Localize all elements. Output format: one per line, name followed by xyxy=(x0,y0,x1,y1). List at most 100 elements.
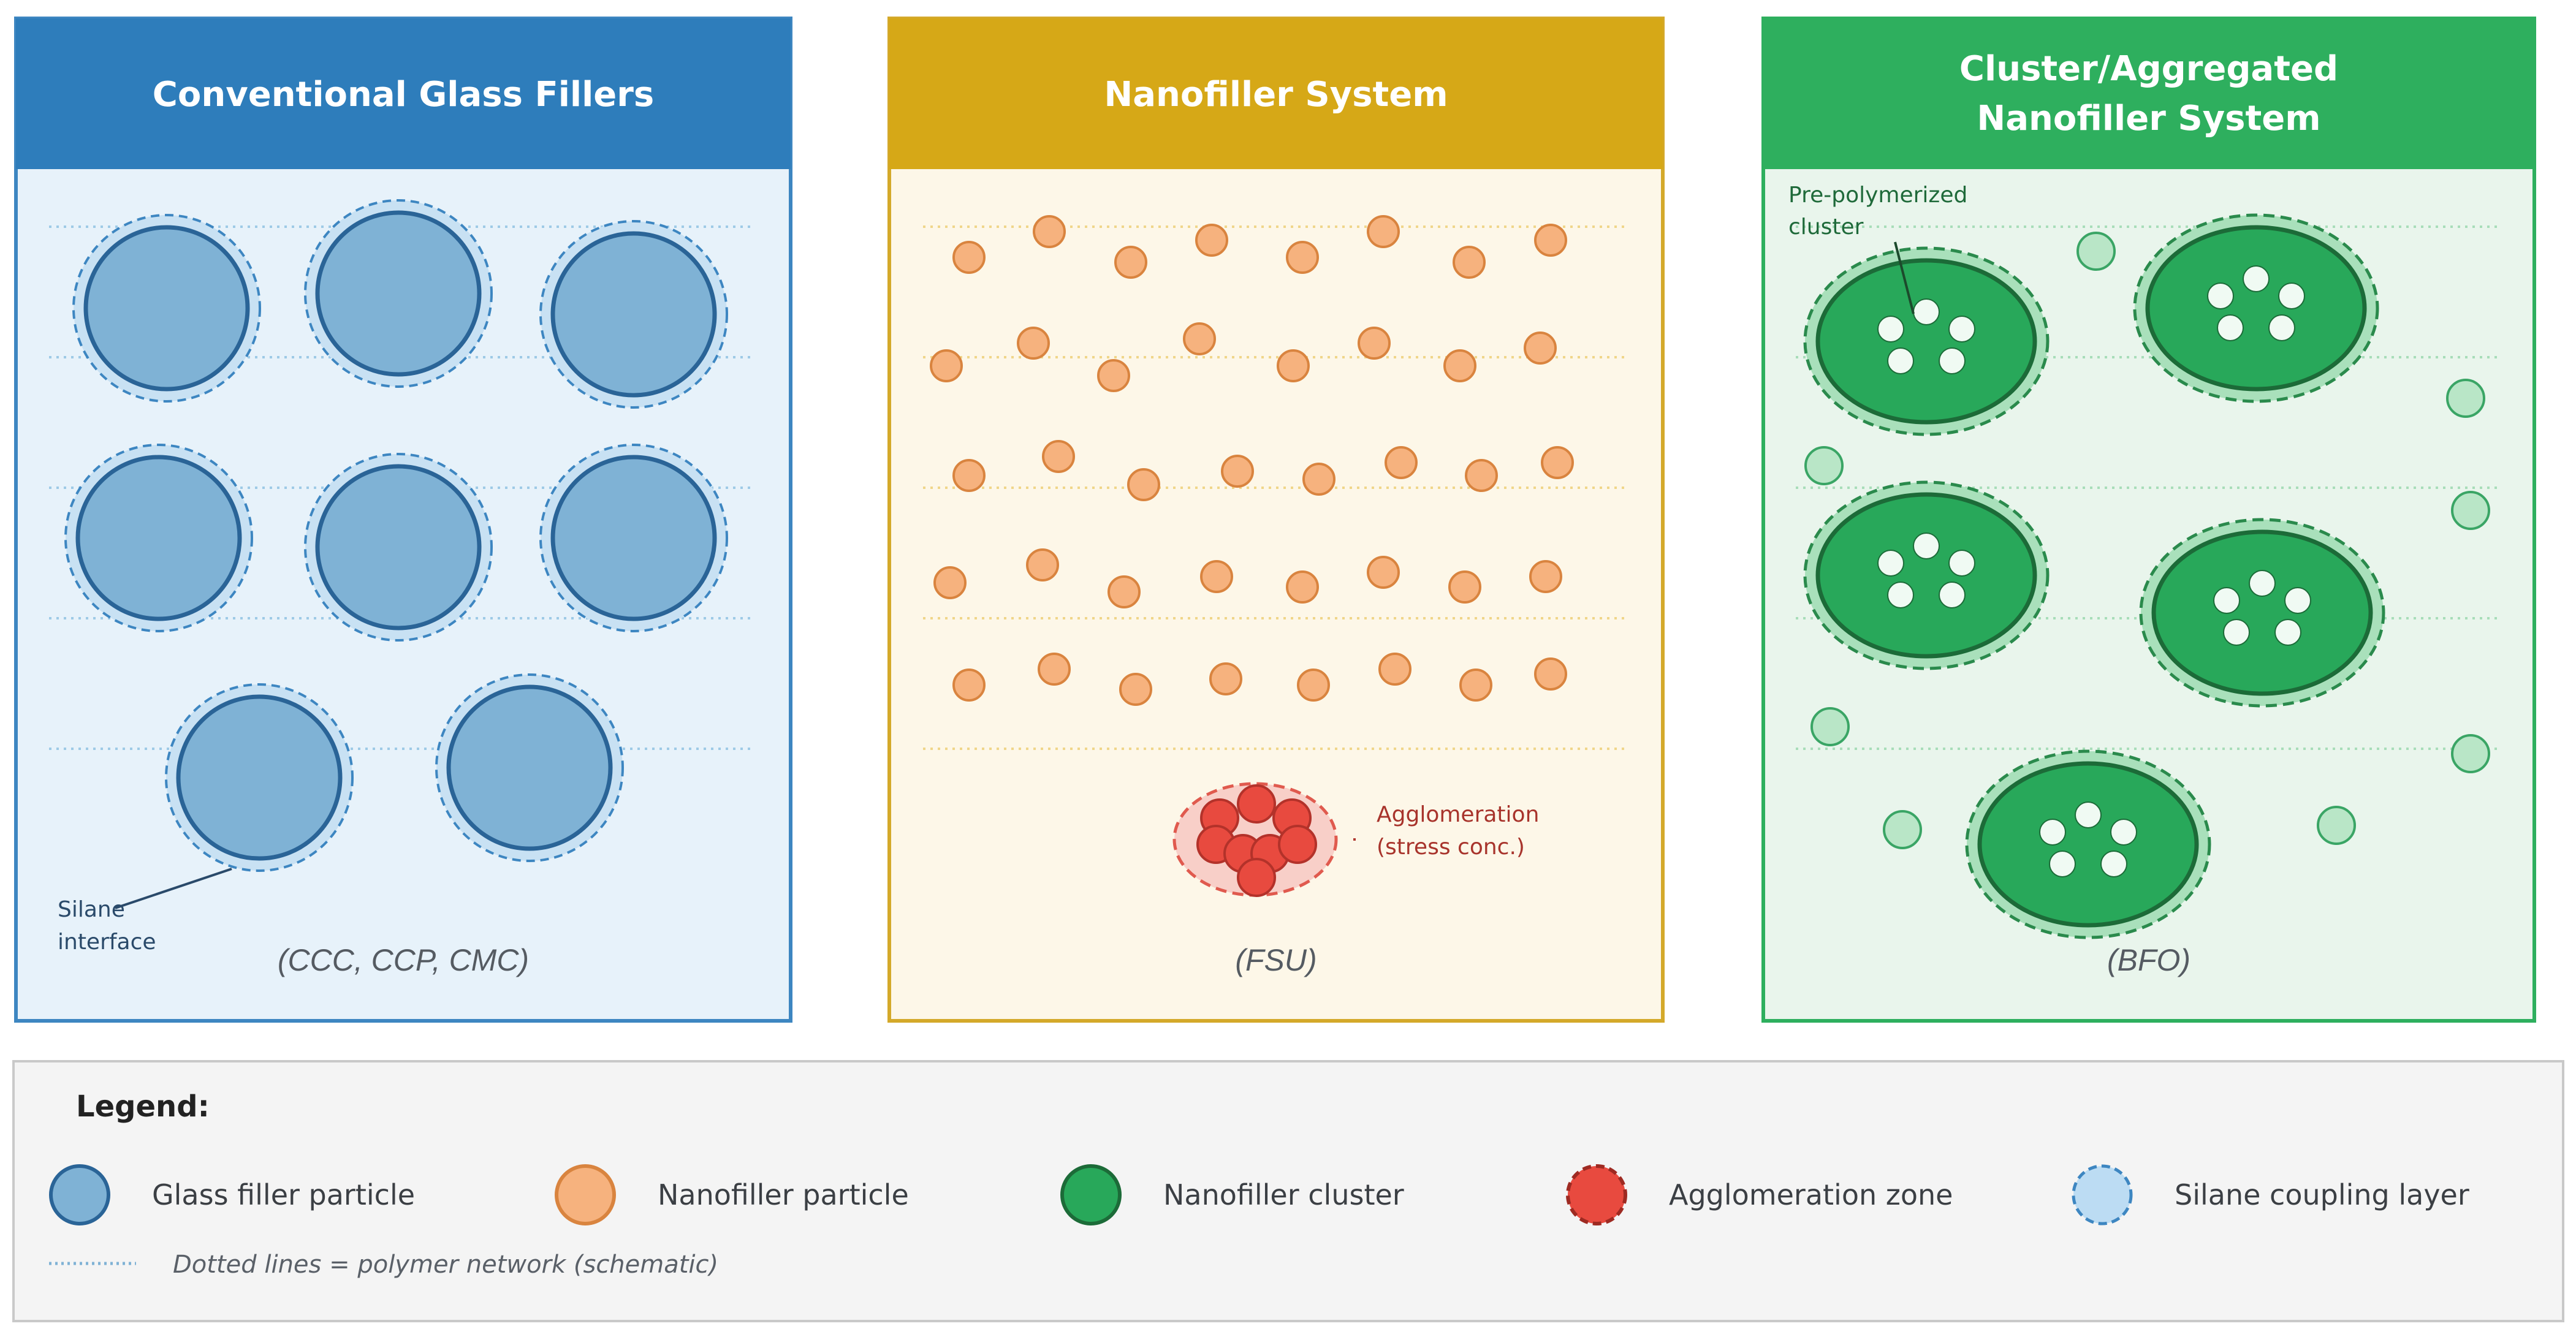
silane-interface-label: Silane interface xyxy=(58,897,156,955)
nanofiller-particle xyxy=(1097,359,1130,392)
nanofiller-particle xyxy=(1534,224,1567,257)
nanofiller-particle xyxy=(1108,575,1141,608)
panel-code: (FSU) xyxy=(1235,943,1316,977)
nanofiller-clusters xyxy=(1803,213,2385,939)
nanofiller-particle xyxy=(1114,246,1147,279)
free-nanoparticles xyxy=(1804,232,2490,849)
nanofiller-particle xyxy=(952,241,986,274)
nanofiller-particles xyxy=(930,215,1574,706)
glass-filler-particle xyxy=(550,231,717,398)
cluster-pore xyxy=(1913,298,1940,325)
agglomerated-particle xyxy=(1237,784,1276,824)
free-nanoparticle xyxy=(1804,446,1844,485)
cluster-pore xyxy=(2217,314,2244,341)
panel-nanofiller-system: Nanofiller System Agglomeration (stress … xyxy=(887,17,1665,1023)
legend-title: Legend: xyxy=(76,1089,210,1124)
free-nanoparticle xyxy=(2446,379,2485,418)
cluster-pore xyxy=(2207,282,2234,309)
cluster-pore xyxy=(1877,550,1904,577)
panel-code: (BFO) xyxy=(2107,943,2190,977)
legend-label: Agglomeration zone xyxy=(1669,1178,1953,1211)
cluster-pore xyxy=(1877,316,1904,343)
nanofiller-particle xyxy=(1038,653,1071,686)
nanofiller-particle xyxy=(1524,331,1557,365)
nanofiller-particle xyxy=(1443,349,1476,382)
cluster-leader-line xyxy=(1894,241,1915,314)
cluster-pore xyxy=(2249,570,2276,597)
cluster-pore xyxy=(2223,619,2250,646)
cluster-pore xyxy=(2278,282,2305,309)
cluster-pore xyxy=(2049,850,2076,877)
nanofiller-particle xyxy=(930,349,963,382)
glass-filler-particle xyxy=(315,464,482,631)
silane-leader-line xyxy=(115,868,232,909)
nanofiller-particle xyxy=(952,668,986,702)
glass-filler-particle xyxy=(315,210,482,377)
free-nanoparticle xyxy=(2451,734,2490,773)
cluster-pore xyxy=(1887,581,1914,608)
nanofiller-particle xyxy=(1042,440,1075,473)
legend-item-glass-filler: Glass filler particle xyxy=(49,1164,415,1225)
cluster-pore xyxy=(1948,316,1975,343)
panel-title: Conventional Glass Fillers xyxy=(153,75,654,115)
nanofiller-particle xyxy=(1541,446,1574,479)
legend-box xyxy=(12,1060,2564,1322)
nanofiller-particle xyxy=(1221,455,1254,488)
cluster-pore xyxy=(1948,550,1975,577)
agglomerated-particle xyxy=(1278,825,1317,864)
legend-item-nanofiller: Nanofiller particle xyxy=(555,1164,909,1225)
panel-cluster-nanofiller-system: Cluster/Aggregated Nanofiller System Pre… xyxy=(1761,17,2536,1023)
pre-polymerized-cluster-label: Pre-polymerized cluster xyxy=(1788,183,1975,240)
cluster-icon xyxy=(1060,1164,1122,1225)
legend-label: Nanofiller cluster xyxy=(1163,1178,1404,1211)
free-nanoparticle xyxy=(1883,810,1922,849)
legend-item-cluster: Nanofiller cluster xyxy=(1060,1164,1404,1225)
legend: Legend: Glass filler particle Nanofiller… xyxy=(12,1060,2564,1322)
panel-conventional-glass-fillers: Conventional Glass Fillers Silane interf… xyxy=(14,17,792,1023)
nanofiller-particle xyxy=(1378,653,1411,686)
nanofiller-particle xyxy=(1127,468,1160,501)
panel-title: Nanofiller System xyxy=(1104,75,1448,115)
glass-filler-particle xyxy=(75,455,242,621)
panel-title-line-1: Cluster/Aggregated xyxy=(1959,49,2338,89)
agglomeration-label: Agglomeration (stress conc.) xyxy=(1377,802,1546,860)
nanofiller-particle xyxy=(1448,570,1481,604)
nanofiller-particle xyxy=(1385,446,1418,479)
nanofiller-particle xyxy=(1286,241,1319,274)
glass-filler-particle xyxy=(550,455,717,621)
nanofiller-particle xyxy=(1302,463,1335,496)
panel-code: (CCC, CCP, CMC) xyxy=(278,943,529,977)
legend-note: Dotted lines = polymer network (schemati… xyxy=(173,1251,718,1279)
free-nanoparticle xyxy=(2076,232,2116,271)
nanofiller-cluster xyxy=(2145,225,2367,392)
panel-title-line-2: Nanofiller System xyxy=(1977,99,2320,138)
nanofiller-particle xyxy=(1119,673,1152,706)
panel-header xyxy=(16,18,791,169)
glass-filler-particles xyxy=(64,199,728,872)
nanofiller-particle xyxy=(1367,215,1400,248)
free-nanoparticle xyxy=(2451,491,2490,530)
nanofiller-particle xyxy=(1209,662,1242,695)
nanofiller-icon xyxy=(555,1164,616,1225)
glass-filler-icon xyxy=(49,1164,110,1225)
nanofiller-cluster xyxy=(1815,492,2037,659)
cluster-pore xyxy=(2039,819,2066,846)
nanofiller-particle xyxy=(1358,327,1391,360)
nanofiller-cluster xyxy=(2151,529,2373,696)
nanofiller-particle xyxy=(1277,349,1310,382)
nanofiller-particle xyxy=(1459,668,1492,702)
nanofiller-particle xyxy=(1183,322,1216,355)
nanofiller-particle xyxy=(1534,657,1567,691)
nanofiller-particle xyxy=(1200,560,1233,593)
nanofiller-particle xyxy=(1026,548,1059,581)
cluster-pore xyxy=(2213,587,2240,614)
legend-item-silane: Silane coupling layer xyxy=(2072,1164,2469,1225)
nanofiller-particle xyxy=(933,566,967,599)
cluster-pore xyxy=(2243,265,2270,292)
glass-filler-particle xyxy=(83,225,250,392)
glass-filler-particle xyxy=(446,684,613,851)
cluster-pore xyxy=(1939,347,1966,374)
cluster-pore xyxy=(1887,347,1914,374)
panel-header xyxy=(889,18,1663,169)
